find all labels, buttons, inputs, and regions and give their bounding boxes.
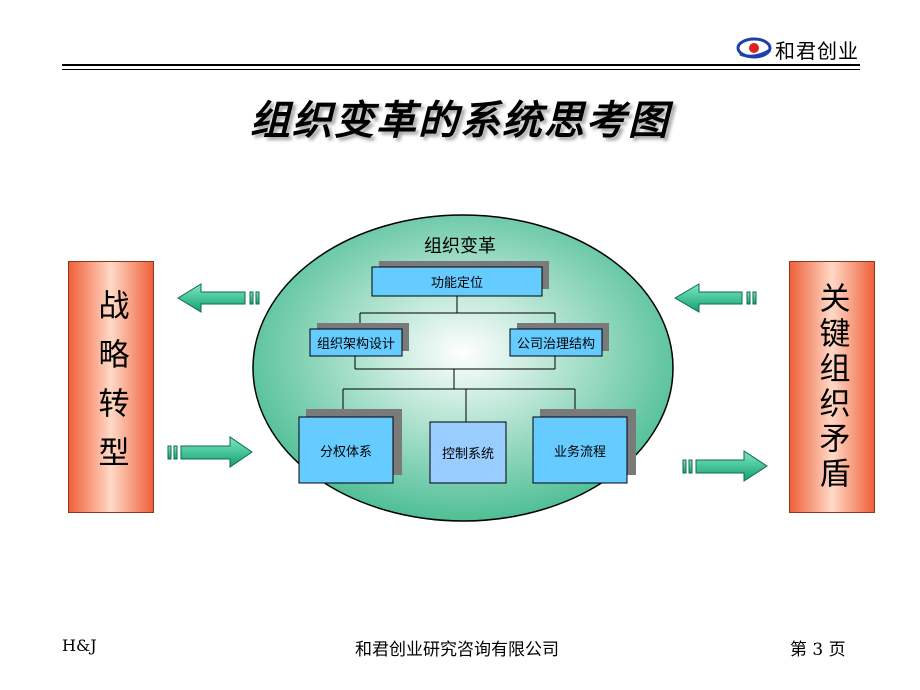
footer-page-number: 第 3 页 bbox=[790, 640, 846, 660]
node-box-bottom-right bbox=[532, 416, 628, 484]
node-business-process: 业务流程 bbox=[553, 445, 606, 460]
arrow-left-bottom bbox=[167, 436, 253, 468]
arrow-right-top bbox=[674, 283, 757, 313]
brand-name: 和君创业 bbox=[775, 39, 859, 63]
node-box-mid-right bbox=[509, 328, 603, 357]
node-box-bottom-left bbox=[298, 416, 394, 484]
node-org-structure-design: 组织架构设计 bbox=[316, 337, 395, 352]
footer-left: H&J bbox=[62, 636, 97, 655]
node-box-mid-left bbox=[309, 328, 403, 357]
arrow-left-top bbox=[177, 283, 260, 313]
node-box-bottom-mid bbox=[429, 421, 507, 484]
node-box-top bbox=[371, 266, 543, 297]
brand-swirl-icon bbox=[736, 37, 772, 59]
node-boxes bbox=[298, 266, 628, 484]
node-decentralization-system: 分权体系 bbox=[319, 445, 372, 460]
node-corporate-governance: 公司治理结构 bbox=[516, 337, 595, 352]
brand-logo bbox=[736, 34, 866, 62]
header-rule-thin bbox=[62, 69, 860, 70]
key-org-conflict-box: 关键组织矛盾 bbox=[789, 261, 875, 513]
arrow-right-bottom bbox=[682, 450, 768, 482]
node-control-system: 控制系统 bbox=[441, 447, 494, 462]
footer-company: 和君创业研究咨询有限公司 bbox=[355, 640, 559, 660]
slide-title: 组织变革的系统思考图 bbox=[250, 98, 670, 144]
header-rule bbox=[62, 64, 860, 66]
oval-title: 组织变革 bbox=[424, 236, 496, 257]
node-function-positioning: 功能定位 bbox=[430, 276, 483, 291]
strategy-transformation-box: 战略转型 bbox=[68, 261, 154, 513]
